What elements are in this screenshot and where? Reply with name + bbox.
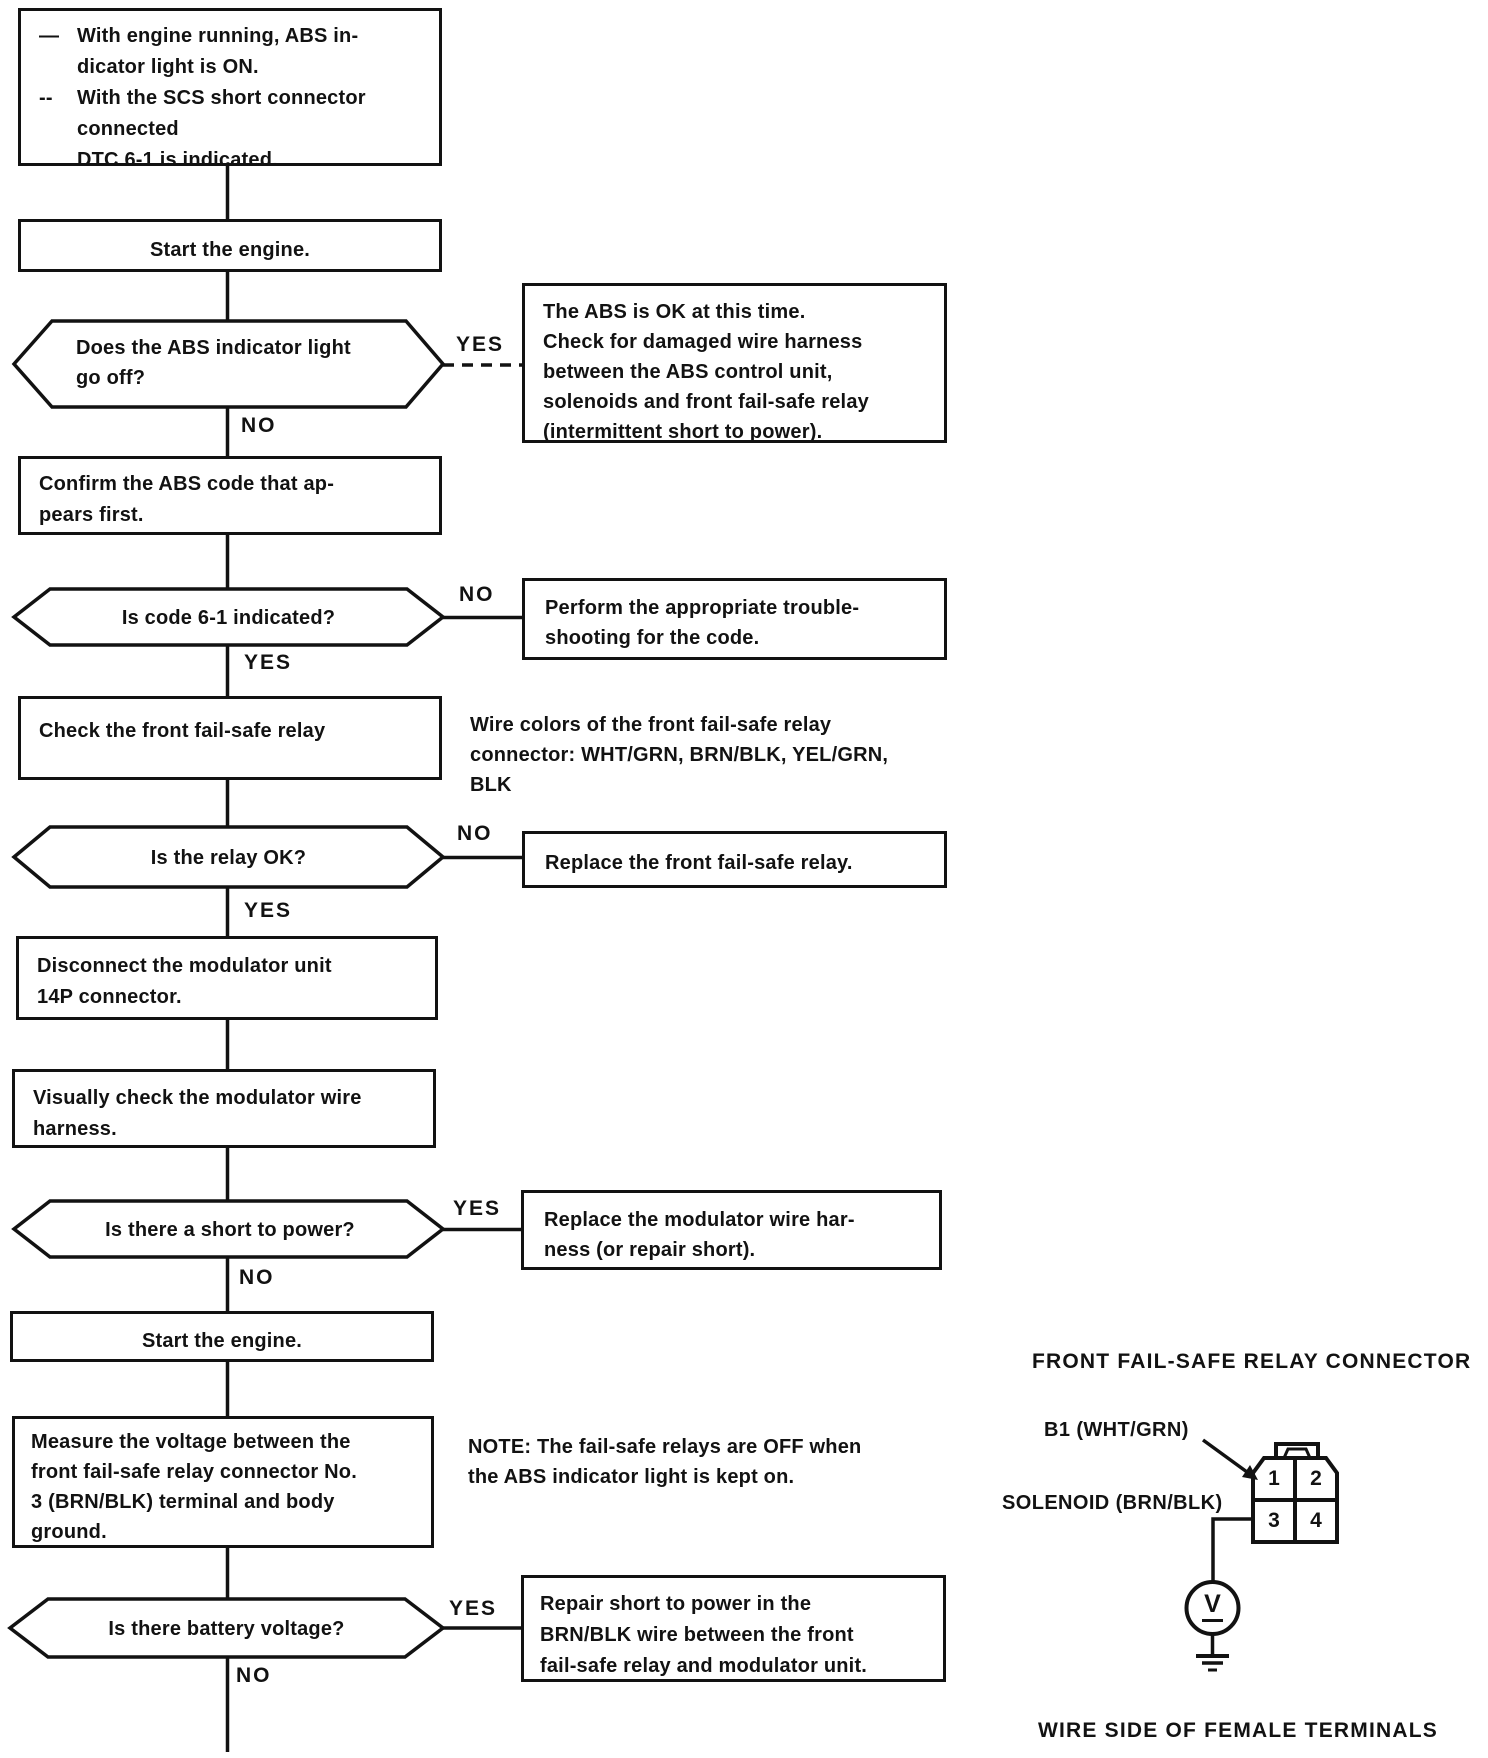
step-check-relay: Check the front fail-safe relay [18,696,442,780]
no-label: NO [239,1266,275,1289]
terminal-3: 3 [1268,1509,1280,1532]
result-perform-troubleshooting: Perform the appropriate trouble- shootin… [522,578,947,660]
connector-diagram-title: FRONT FAIL-SAFE RELAY CONNECTOR [1032,1350,1472,1373]
result-replace-harness: Replace the modulator wire har- ness (or… [521,1190,942,1270]
result-replace-relay: Replace the front fail-safe relay. [522,831,947,888]
condition-box: — With engine running, ABS in- dicator l… [18,8,442,171]
solenoid-wire [1211,1517,1253,1582]
step-start-engine-1: Start the engine. [18,219,442,272]
voltmeter-label: V [1197,1589,1228,1623]
bullet-dash: -- [39,87,53,109]
terminal-4: 4 [1310,1509,1322,1532]
connector-grid [1254,1459,1336,1541]
terminal-1: 1 [1268,1467,1280,1490]
no-label: NO [236,1664,272,1687]
connector-tab [1274,1442,1320,1459]
fail-safe-note: NOTE: The fail-safe relays are OFF when … [468,1436,862,1488]
decision-relay-ok-text: Is the relay OK? [150,847,307,869]
wire-colors-note: Wire colors of the front fail-safe relay… [470,714,889,796]
b1-arrow-line [1201,1438,1249,1474]
ground-icon [1196,1654,1229,1672]
terminal-2: 2 [1310,1467,1322,1490]
solenoid-terminal-label: SOLENOID (BRN/BLK) [1002,1492,1223,1514]
decision-short-to-power-text: Is there a short to power? [105,1219,355,1241]
decision-battery-voltage [7,1597,446,1659]
no-label: NO [241,414,277,437]
b1-arrow-head [1242,1465,1258,1480]
decision-abs-light-off [11,319,446,409]
yes-label: YES [449,1597,498,1620]
step-start-engine-2: Start the engine. [10,1311,434,1362]
step-confirm-code: Confirm the ABS code that ap- pears firs… [18,456,442,535]
bullet-dash: — [39,25,60,47]
wire-side-caption: WIRE SIDE OF FEMALE TERMINALS [1038,1719,1438,1742]
result-abs-ok: The ABS is OK at this time. Check for da… [522,283,947,443]
no-label: NO [457,822,493,845]
condition-item: — With engine running, ABS in- dicator l… [39,21,431,83]
decision-code-61 [11,587,446,647]
condition-text: With engine running, ABS in- dicator lig… [77,25,359,78]
decision-code-61-text: Is code 6-1 indicated? [121,607,336,629]
decision-abs-light-off-text: Does the ABS indicator light go off? [76,337,351,389]
step-measure-voltage: Measure the voltage between the front fa… [12,1416,434,1548]
yes-label: YES [456,333,505,356]
connector-tab-inner [1282,1447,1312,1459]
result-repair-short: Repair short to power in the BRN/BLK wir… [521,1575,946,1682]
decision-relay-ok [11,825,446,889]
decision-short-to-power [11,1199,446,1259]
condition-item: -- With the SCS short connector connecte… [39,83,431,176]
step-visually-check: Visually check the modulator wire harnes… [12,1069,436,1148]
step-disconnect-modulator: Disconnect the modulator unit 14P connec… [16,936,438,1020]
yes-label: YES [453,1197,502,1220]
decision-battery-voltage-text: Is there battery voltage? [108,1618,345,1640]
b1-terminal-label: B1 (WHT/GRN) [1044,1419,1189,1441]
no-label: NO [459,583,495,606]
condition-text: With the SCS short connector connected D… [77,87,366,171]
yes-label: YES [244,899,293,922]
yes-label: YES [244,651,293,674]
